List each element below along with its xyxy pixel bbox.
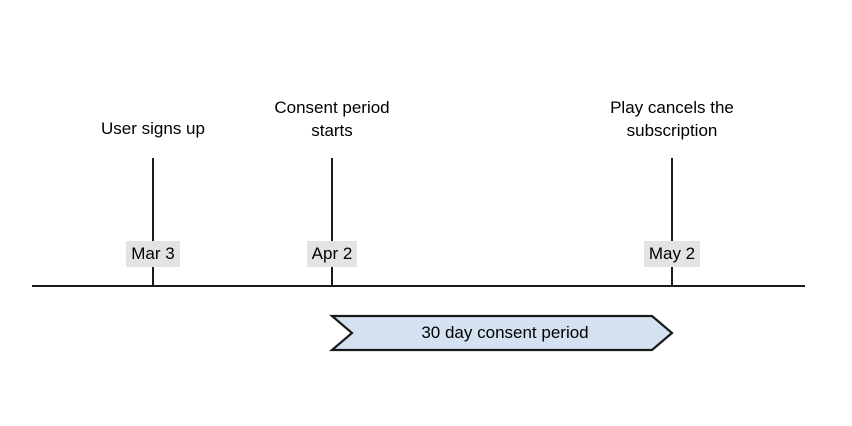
banner-arrow-polygon: [329, 314, 674, 352]
event-tick-user-signs-up: [152, 158, 154, 286]
event-label-play-cancels-subscription: Play cancels the subscription: [610, 98, 734, 140]
consent-period-banner-label: 30 day consent period: [421, 323, 589, 342]
consent-period-banner-shape: [329, 314, 674, 352]
event-label-user-signs-up: User signs up: [101, 119, 205, 138]
timeline-axis: [32, 285, 805, 287]
event-label-consent-period-starts: Consent period starts: [274, 98, 390, 140]
event-tick-play-cancels-subscription: [671, 158, 673, 286]
event-tick-consent-period-starts: [331, 158, 333, 286]
consent-period-banner: 30 day consent period: [329, 314, 674, 352]
